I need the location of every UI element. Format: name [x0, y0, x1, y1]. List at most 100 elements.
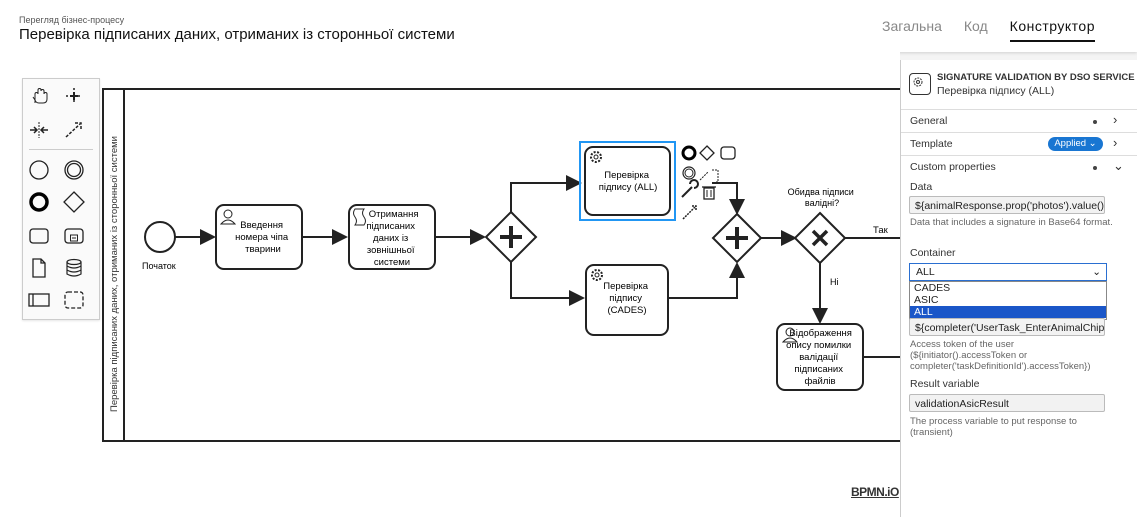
container-option-all[interactable]: ALL: [910, 306, 1106, 318]
access-token-input[interactable]: ${completer('UserTask_EnterAnimalChipN: [909, 318, 1105, 336]
task-error-line4: підписаних: [794, 364, 843, 375]
append-end-event-icon[interactable]: [681, 145, 697, 161]
data-store-icon[interactable]: [63, 257, 85, 279]
access-token-desc-line3: completer('taskDefinitionId').accessToke…: [910, 361, 1091, 372]
task-enter-chip-line1: Введення: [240, 220, 283, 231]
properties-panel: SIGNATURE VALIDATION BY DSO SERVICE Пере…: [900, 60, 1137, 517]
connect-tool-icon[interactable]: [63, 119, 85, 141]
append-gateway-icon[interactable]: [699, 145, 715, 161]
change-type-icon[interactable]: [681, 179, 699, 198]
section-general-label: General: [910, 115, 948, 127]
delete-icon[interactable]: [702, 186, 716, 200]
task-error-line3: валідації: [799, 352, 838, 363]
svg-text:Перевірка підпису (ALL): Перевірка підпису (ALL): [599, 170, 658, 193]
start-event[interactable]: [144, 221, 176, 253]
space-tool-icon[interactable]: [28, 119, 50, 141]
service-task-icon: [591, 269, 603, 281]
task-error-line5: файлів: [804, 376, 835, 387]
chevron-down-icon: ⌄: [1092, 266, 1101, 278]
panel-subtitle: Перевірка підпису (ALL): [937, 85, 1055, 97]
template-applied-label: Applied: [1054, 138, 1087, 149]
chevron-right-icon[interactable]: ›: [1113, 112, 1118, 127]
flow-fork-to-cades[interactable]: [510, 262, 585, 306]
data-object-icon[interactable]: [28, 257, 50, 279]
service-task-icon: [909, 73, 931, 95]
task-icon[interactable]: [28, 225, 50, 247]
data-field-input[interactable]: ${animalResponse.prop('photos').value()}: [909, 196, 1105, 214]
section-template-label: Template: [910, 138, 953, 150]
task-error-line2: опису помилки: [786, 340, 851, 351]
append-task-icon[interactable]: [720, 146, 736, 160]
context-pad[interactable]: [681, 145, 736, 220]
container-option-cades[interactable]: CADES: [914, 282, 951, 294]
access-token-desc-line2: (${initiator().accessToken or: [910, 350, 1028, 361]
task-verify-cades-line2: підпису: [609, 293, 642, 304]
pool-label: Перевірка підписаних даних, отриманих із…: [109, 136, 120, 412]
task-verify-all[interactable]: [584, 146, 671, 216]
section-template[interactable]: Template Applied ⌄ ›: [901, 132, 1137, 155]
user-task-icon: [781, 327, 799, 343]
template-applied-badge[interactable]: Applied ⌄: [1048, 137, 1103, 151]
flow-fork-to-all[interactable]: [510, 175, 582, 212]
task-receive-line1: Отримання: [369, 209, 419, 220]
bpmn-diagram[interactable]: Перевірка підписаних даних, отриманих із…: [0, 0, 900, 517]
task-receive-line2: підписаних: [366, 221, 415, 232]
gateway-icon[interactable]: [63, 191, 85, 213]
tab-code[interactable]: Код: [963, 18, 988, 34]
svg-text:Відображення опису помилки: Відображення опису помилки валідації під…: [786, 328, 855, 387]
task-verify-all-selection: [579, 141, 676, 221]
lasso-tool-icon[interactable]: [63, 85, 85, 107]
svg-text:Обидва підписи валідні?: Обидва підписи валідні?: [788, 187, 857, 208]
task-receive-line3: даних із: [373, 233, 408, 244]
chevron-down-icon[interactable]: ⌄: [1113, 158, 1124, 173]
pool-icon[interactable]: [28, 289, 50, 311]
flow-no-label: Ні: [830, 277, 839, 287]
section-custom-properties[interactable]: Custom properties ⌄: [901, 155, 1137, 178]
parallel-gateway-join[interactable]: [711, 212, 763, 264]
subprocess-icon[interactable]: [63, 225, 85, 247]
page-title: Перевірка підписаних даних, отриманих із…: [19, 26, 455, 43]
result-variable-description: The process variable to put response to …: [910, 416, 1077, 438]
chevron-right-icon[interactable]: ›: [1113, 135, 1118, 150]
start-event-icon[interactable]: [28, 159, 50, 181]
flow-cades-to-join[interactable]: [668, 262, 745, 299]
append-intermediate-event-icon[interactable]: [682, 166, 696, 180]
bpmn-io-logo[interactable]: BPMN.iO: [851, 485, 899, 499]
task-receive-line5: системи: [374, 257, 410, 268]
tab-general[interactable]: Загальна: [882, 18, 942, 34]
container-field-label: Container: [910, 247, 956, 259]
task-verify-cades[interactable]: [585, 264, 669, 336]
end-event-icon[interactable]: [28, 191, 50, 213]
task-verify-cades-line3: (CADES): [607, 305, 646, 316]
start-event-label: Початок: [142, 261, 176, 271]
gateway-question-line2: валідні?: [805, 198, 839, 208]
page-subtitle: Перегляд бізнес-процесу: [19, 15, 125, 25]
section-general[interactable]: General ›: [901, 109, 1137, 132]
panel-header: SIGNATURE VALIDATION BY DSO SERVICE Пере…: [909, 70, 1135, 104]
gateway-question-line1: Обидва підписи: [788, 187, 854, 197]
task-receive-line4: зовнішньої: [367, 245, 415, 256]
container-dropdown[interactable]: CADES ASIC ALL: [909, 281, 1107, 320]
svg-text:Введення номера чіпа т: Введення номера чіпа тварини: [235, 220, 291, 255]
intermediate-event-icon[interactable]: [63, 159, 85, 181]
panel-title: SIGNATURE VALIDATION BY DSO SERVICE: [937, 72, 1135, 83]
flow-all-to-join[interactable]: [712, 182, 745, 215]
section-general-dot: [1093, 120, 1097, 124]
container-select[interactable]: ALL ⌄: [909, 263, 1107, 281]
hand-tool-icon[interactable]: [28, 85, 50, 107]
connect-icon[interactable]: [682, 205, 697, 220]
group-icon[interactable]: [63, 289, 85, 311]
user-task-icon: [219, 209, 237, 225]
access-token-description: Access token of the user (${initiator().…: [910, 339, 1125, 372]
data-field-description: Data that includes a signature in Base64…: [910, 217, 1113, 228]
result-variable-input[interactable]: validationAsicResult: [909, 394, 1105, 412]
container-select-value: ALL: [916, 266, 935, 278]
result-variable-label: Result variable: [910, 378, 980, 390]
tab-constructor[interactable]: Конструктор: [1009, 18, 1095, 42]
task-enter-chip-line3: тварини: [245, 244, 281, 255]
page-header: Перегляд бізнес-процесу Перевірка підпис…: [0, 0, 1137, 52]
svg-text:Отримання підписаних д: Отримання підписаних даних із зовнішньої…: [366, 209, 421, 268]
task-enter-chip-line2: номера чіпа: [235, 232, 289, 243]
script-task-icon: [353, 208, 366, 226]
container-option-asic[interactable]: ASIC: [914, 294, 939, 306]
